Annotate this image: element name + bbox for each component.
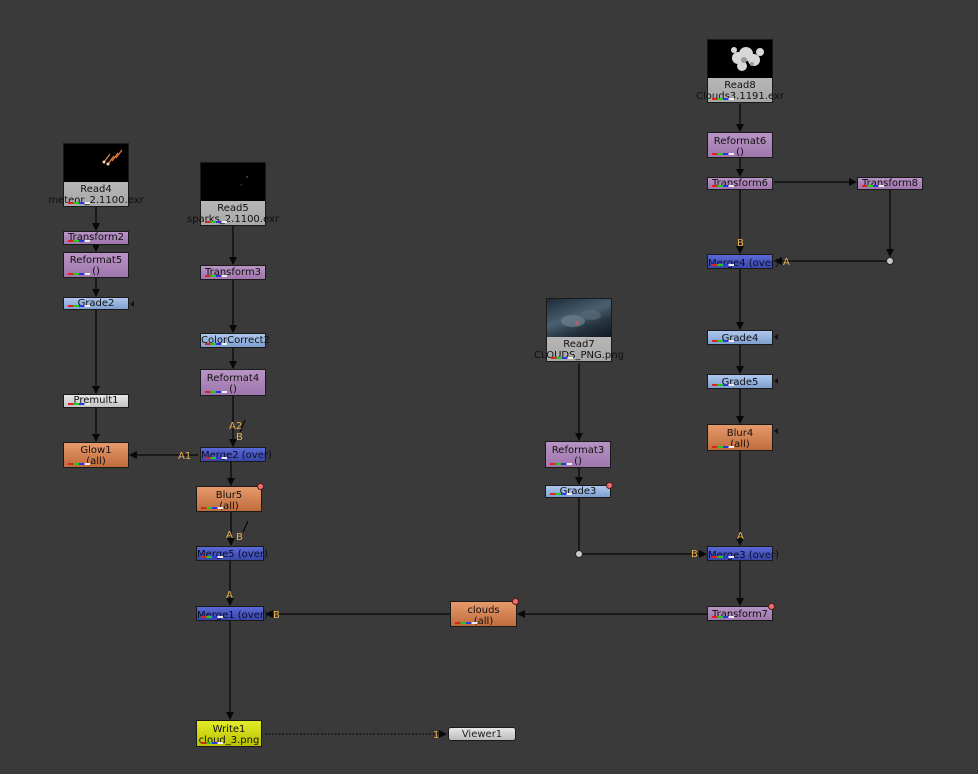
mask-input-icon[interactable] [774, 334, 778, 340]
channel-indicator [712, 616, 734, 618]
clouds-group-node[interactable]: clouds (all) [450, 598, 519, 627]
blur-node[interactable]: Blur5 (all) [196, 483, 264, 512]
read-node[interactable]: Read4 meteor_2.1100.exr [48, 143, 144, 207]
reformat-node[interactable]: Reformat5 () [63, 252, 129, 278]
premult-node[interactable]: Premult1 [63, 394, 129, 408]
modified-indicator-icon [606, 482, 613, 489]
pipe-label: B [236, 432, 243, 443]
grade-node[interactable]: Grade2 [63, 297, 134, 310]
dot-node[interactable] [575, 550, 583, 558]
transform-node[interactable]: Transform6 [707, 177, 773, 190]
file-label: Clouds3.1191.exr [696, 91, 784, 102]
pipe-label: A [226, 590, 233, 601]
glow-node[interactable]: Glow1 (all) [63, 442, 129, 468]
thumbnail-image [547, 299, 611, 337]
channel-indicator [712, 185, 734, 187]
channel-indicator [550, 463, 572, 465]
channel-indicator [455, 622, 477, 624]
channel-indicator [205, 275, 227, 277]
write-node[interactable]: Write1 cloud_3.png [196, 720, 262, 747]
pipe-label: 1 [433, 730, 440, 741]
channel-indicator [205, 457, 227, 459]
grade-node[interactable]: Grade5 [707, 374, 778, 389]
pipe [242, 520, 249, 533]
channel-indicator [712, 384, 734, 386]
reformat-node[interactable]: Reformat3 () [545, 441, 611, 468]
channel-indicator [68, 463, 90, 465]
channel-indicator [712, 264, 734, 266]
channel-indicator [201, 616, 223, 618]
file-label: sparks_2.1100.exr [187, 214, 279, 225]
grade-node[interactable]: Grade3 [545, 482, 613, 498]
mask-input-icon[interactable] [130, 301, 134, 307]
thumbnail-image [708, 40, 772, 78]
channel-indicator [712, 556, 734, 558]
thumbnail-image [201, 163, 265, 201]
channel-indicator [712, 153, 734, 155]
channel-indicator [201, 742, 223, 744]
channel-indicator [68, 305, 90, 307]
merge-node[interactable]: Merge4 (over) [707, 254, 779, 269]
blur-node[interactable]: Blur4 (all) [707, 424, 778, 451]
channel-indicator [68, 273, 90, 275]
dot-node[interactable] [886, 257, 894, 265]
pipe-label: A [783, 257, 790, 268]
node-label: Read7 [563, 339, 595, 350]
modified-indicator-icon [768, 603, 775, 610]
mask-input-icon[interactable] [774, 428, 778, 434]
channel-indicator [68, 403, 90, 405]
channel-indicator [68, 240, 90, 242]
modified-indicator-icon [257, 483, 264, 490]
channel-indicator [712, 340, 734, 342]
viewer-node[interactable]: Viewer1 [448, 727, 516, 741]
channel-indicator [862, 185, 884, 187]
channel-indicator [205, 391, 227, 393]
transform-node[interactable]: Transform2 [63, 231, 129, 245]
reformat-node[interactable]: Reformat4 () [200, 369, 266, 396]
channel-indicator [68, 202, 90, 204]
pipe-label: A2 [229, 421, 243, 432]
merge-node[interactable]: Merge3 (over) [707, 546, 779, 561]
pipe [239, 419, 246, 433]
channel-indicator [205, 221, 227, 223]
transform-node[interactable]: Transform7 [707, 603, 775, 621]
channel-indicator [201, 556, 223, 558]
node-label: Read4 [80, 184, 112, 195]
colorcorrect-node[interactable]: ColorCorrect2 [200, 333, 270, 348]
channel-indicator [550, 493, 572, 495]
reformat-node[interactable]: Reformat6 () [707, 132, 773, 158]
transform-node[interactable]: Transform8 [857, 177, 923, 190]
channel-indicator [205, 343, 227, 345]
node-label: Read8 [724, 80, 756, 91]
file-label: CLOUDS_PNG.png [534, 350, 624, 361]
read-node[interactable]: Read5 sparks_2.1100.exr [187, 162, 279, 226]
thumbnail-image [64, 144, 128, 182]
file-label: meteor_2.1100.exr [48, 195, 144, 206]
channel-indicator [712, 446, 734, 448]
pipe-label: A1 [178, 451, 192, 462]
read-node[interactable]: Read7 CLOUDS_PNG.png [534, 298, 624, 362]
channel-indicator [551, 357, 573, 359]
pipe-label: A [737, 531, 744, 542]
channel-indicator [712, 98, 734, 100]
node-label: Read5 [217, 203, 249, 214]
pipe-label: B [273, 610, 280, 621]
pipe-label: B [737, 238, 744, 249]
merge-node[interactable]: Merge5 (over) [196, 546, 268, 561]
pipe-label: B [236, 532, 243, 543]
modified-indicator-icon [512, 598, 519, 605]
grade-node[interactable]: Grade4 [707, 330, 778, 345]
read-node[interactable]: Read8 Clouds3.1191.exr [696, 39, 784, 103]
pipe-label: A [226, 530, 233, 541]
channel-indicator [201, 507, 223, 509]
transform-node[interactable]: Transform3 [200, 265, 266, 280]
pipe-label: B [691, 549, 698, 560]
merge-node[interactable]: Merge1 (over) [196, 606, 268, 621]
merge-node[interactable]: Merge2 (over) [200, 447, 272, 462]
mask-input-icon[interactable] [774, 378, 778, 384]
